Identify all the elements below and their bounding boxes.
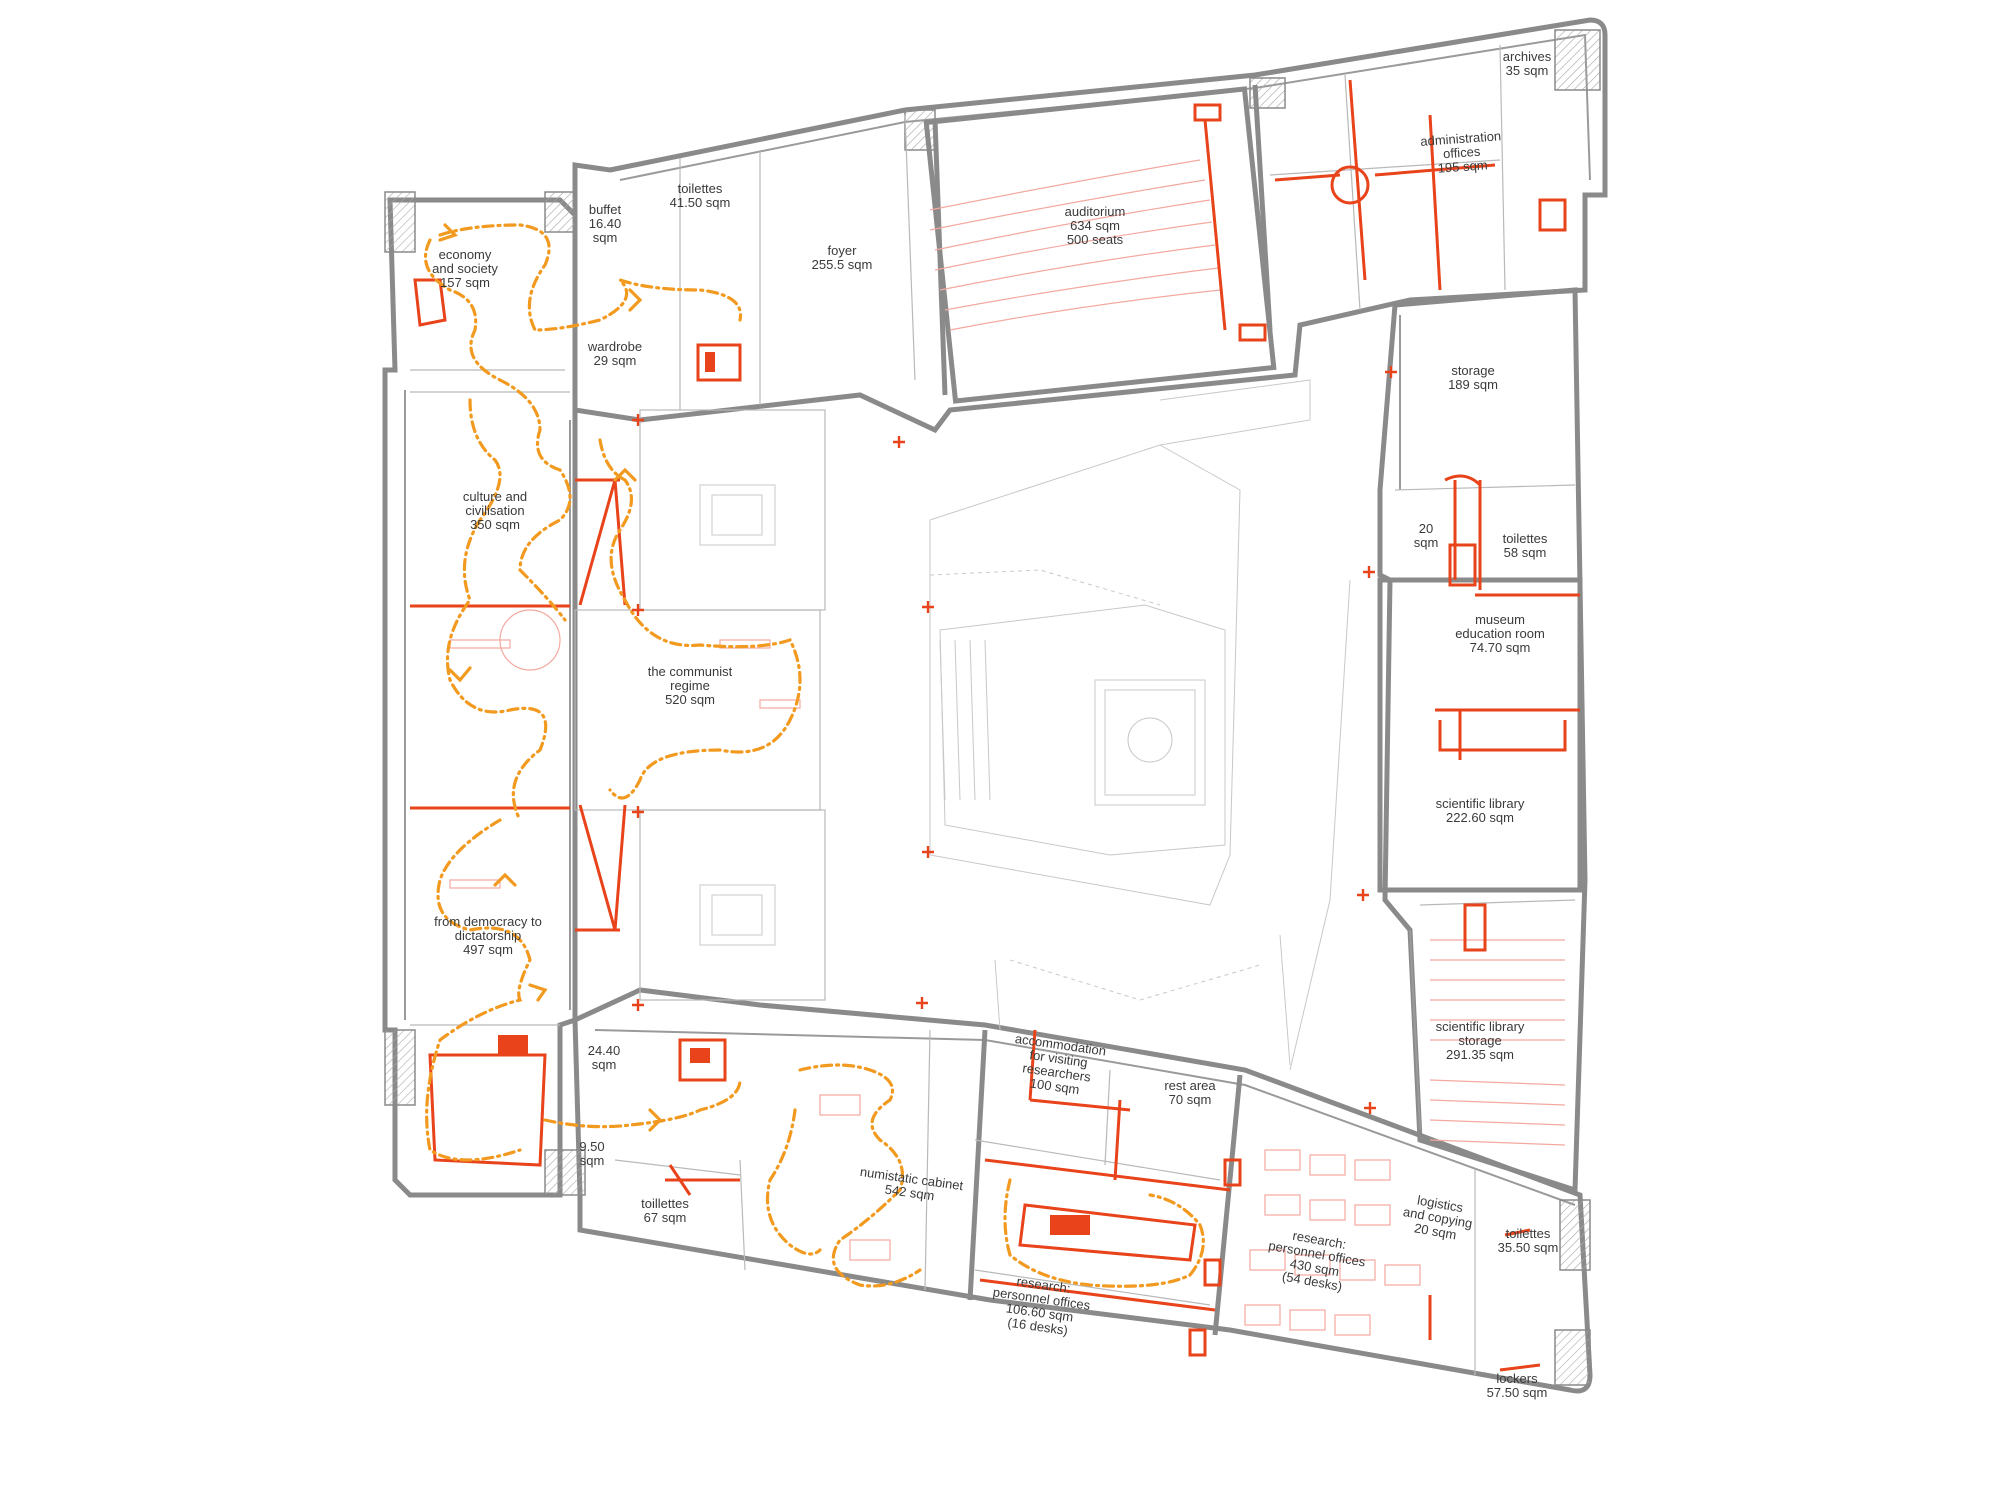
room-label-line: 16.40 (589, 216, 622, 231)
room-label-line: regime (670, 678, 710, 693)
room-label-line: toilettes (1503, 531, 1548, 546)
room-label-line: administration (1420, 128, 1502, 149)
room-label-line: 291.35 sqm (1446, 1047, 1514, 1062)
room-label-line: 35.50 sqm (1498, 1240, 1559, 1255)
room-label-line: museum (1475, 612, 1525, 627)
room-label-line: sqm (592, 1057, 617, 1072)
courtyard (699, 379, 1351, 1071)
room-label-line: 222.60 sqm (1446, 810, 1514, 825)
room-label-line: 542 sqm (884, 1182, 935, 1204)
corner-towers (384, 29, 1601, 1386)
room-label-line: 29 sqm (594, 353, 637, 368)
room-label-line: storage (1451, 363, 1494, 378)
room-label-line: lockers (1496, 1371, 1538, 1386)
room-label-research-large: research:personnel offices430 sqm(54 des… (1263, 1224, 1370, 1297)
room-label-line: 20 (1419, 521, 1433, 536)
room-label-line: from democracy to (434, 914, 542, 929)
room-label-line: rest area (1164, 1078, 1216, 1093)
interior-walls (410, 44, 1583, 1375)
room-label-line: 195 sqm (1437, 157, 1488, 175)
room-label-line: 35 sqm (1506, 63, 1549, 78)
room-label-research-small: research:personnel offices106.60 sqm(16 … (988, 1270, 1094, 1340)
room-label-line: the communist (648, 664, 733, 679)
room-label-line: economy (439, 247, 492, 262)
room-label-line: 20 sqm (1413, 1220, 1458, 1242)
room-label-line: toilettes (678, 181, 723, 196)
room-label-line: 57.50 sqm (1487, 1385, 1548, 1400)
exhibition-route (423, 223, 1205, 1288)
room-label-line: 24.40 (588, 1043, 621, 1058)
room-label-line: auditorium (1065, 204, 1126, 219)
room-label-line: sqm (1414, 535, 1439, 550)
room-label-line: archives (1503, 49, 1552, 64)
room-label-accommodation: accommodationfor visitingresearchers100 … (1008, 1031, 1107, 1100)
room-label-line: 497 sqm (463, 942, 513, 957)
room-label-line: sqm (580, 1153, 605, 1168)
room-label-line: 350 sqm (470, 517, 520, 532)
building-walls (382, 17, 1608, 1394)
room-label-line: 520 sqm (665, 692, 715, 707)
room-label-line: foyer (828, 243, 858, 258)
furniture (449, 159, 1566, 1336)
room-label-line: toilettes (1506, 1226, 1551, 1241)
room-label-line: wardrobe (587, 339, 642, 354)
room-label-line: 634 sqm (1070, 218, 1120, 233)
room-label-line: sqm (593, 230, 618, 245)
room-label-logistics: logisticsand copying20 sqm (1400, 1190, 1477, 1245)
room-label-line: offices (1443, 144, 1482, 162)
room-label-line: and society (432, 261, 498, 276)
room-label-line: 58 sqm (1504, 545, 1547, 560)
room-label-line: 70 sqm (1169, 1092, 1212, 1107)
room-label-line: 9.50 (579, 1139, 604, 1154)
room-label-line: scientific library (1436, 1019, 1525, 1034)
room-label-line: 41.50 sqm (670, 195, 731, 210)
room-label-line: dictatorship (455, 928, 521, 943)
room-label-line: 189 sqm (1448, 377, 1498, 392)
room-label-line: civilisation (465, 503, 524, 518)
room-label-line: storage (1458, 1033, 1501, 1048)
room-label-line: education room (1455, 626, 1545, 641)
room-label-line: 157 sqm (440, 275, 490, 290)
room-label-administration: administrationoffices195 sqm (1420, 128, 1504, 177)
room-label-numismatic: numistatic cabinet542 sqm (857, 1164, 964, 1207)
room-label-line: scientific library (1436, 796, 1525, 811)
room-label-line: 74.70 sqm (1470, 640, 1531, 655)
room-label-line: 500 seats (1067, 232, 1124, 247)
room-label-line: buffet (589, 202, 622, 217)
room-label-line: 255.5 sqm (812, 257, 873, 272)
marker-crosses (632, 366, 1397, 1114)
room-label-line: 67 sqm (644, 1210, 687, 1225)
room-label-line: culture and (463, 489, 527, 504)
room-label-line: 100 sqm (1029, 1075, 1080, 1097)
room-label-line: research: (1016, 1274, 1072, 1296)
room-label-line: toillettes (641, 1196, 689, 1211)
